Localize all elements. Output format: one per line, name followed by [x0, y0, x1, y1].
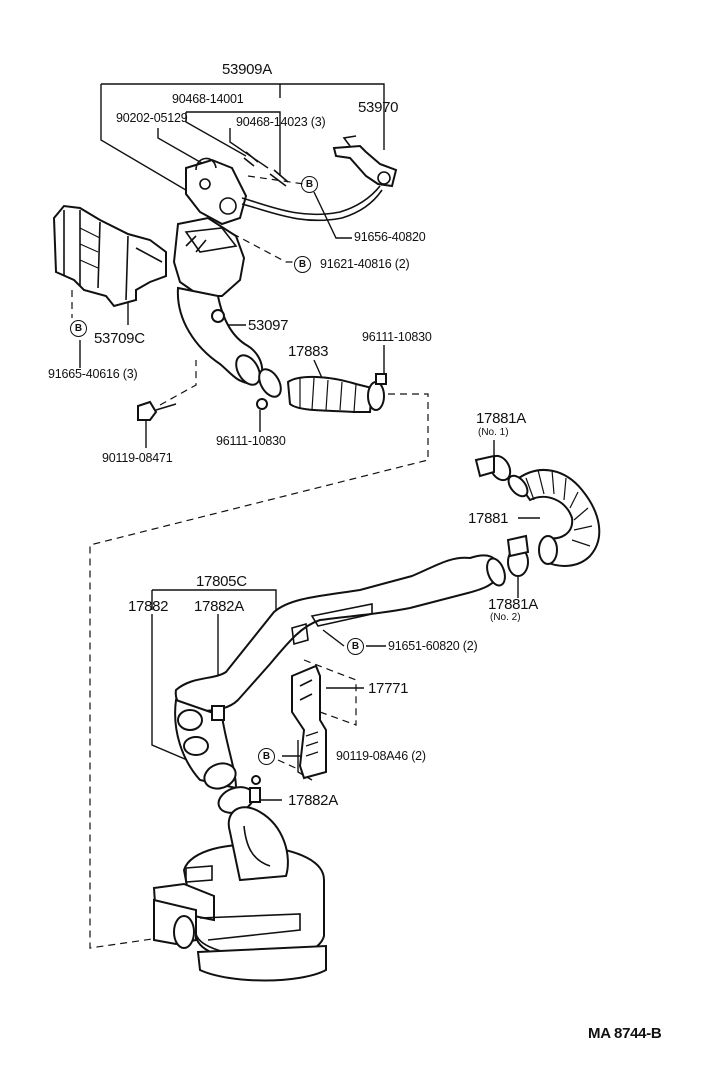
hose-17882: [174, 698, 238, 790]
diagram-code: MA 8744-B: [588, 1025, 662, 1042]
bracket-17771: [291, 664, 327, 780]
bolt-marker-b-icon: B: [294, 256, 311, 273]
label-91621-40816: 91621-40816 (2): [320, 257, 410, 271]
label-17881A-no1: 17881A: [476, 410, 526, 427]
label-17883: 17883: [288, 343, 329, 360]
clamp-17881A-no2: [506, 534, 530, 577]
bolt-90119-08471: [137, 400, 177, 421]
clamp-17881A-no1: [474, 454, 512, 482]
bolt-marker-b-icon: B: [347, 638, 364, 655]
bolt-marker-b-icon: B: [70, 320, 87, 337]
duct-panel-53709C: [52, 204, 167, 308]
label-17882: 17882: [128, 598, 169, 615]
label-96111-10830-upper: 96111-10830: [362, 330, 432, 344]
label-17805C: 17805C: [196, 573, 247, 590]
bolt-marker-b-icon: B: [301, 176, 318, 193]
label-90202-05129: 90202-05129: [116, 111, 188, 125]
bracket-53970: [332, 135, 398, 188]
upper-intake-duct: [172, 216, 263, 386]
label-17881A-no2-sub: (No. 2): [490, 612, 521, 623]
valve-bracket-assembly: [185, 151, 383, 226]
label-53909A: 53909A: [222, 61, 272, 78]
hose-17883: [286, 373, 387, 413]
label-53097: 53097: [248, 317, 289, 334]
label-96111-10830-lower: 96111-10830: [216, 434, 286, 448]
label-90119-08A46: 90119-08A46 (2): [336, 749, 426, 763]
label-91651-60820: 91651-60820 (2): [388, 639, 478, 653]
label-90119-08471: 90119-08471: [102, 451, 173, 465]
hose-17881: [507, 468, 601, 567]
label-53970: 53970: [358, 99, 399, 116]
label-17881A-no1-sub: (No. 1): [478, 427, 509, 438]
label-17882A-top: 17882A: [194, 598, 244, 615]
label-91665-40616: 91665-40616 (3): [48, 367, 138, 381]
bolt-marker-b-icon: B: [258, 748, 275, 765]
label-90468-14023: 90468-14023 (3): [236, 115, 326, 129]
label-17881: 17881: [468, 510, 509, 527]
hose-clamps-upper: [256, 368, 282, 410]
label-17882A-bottom: 17882A: [288, 792, 338, 809]
label-17881A-no2: 17881A: [488, 596, 538, 613]
label-53709C: 53709C: [94, 330, 145, 347]
dashed-guides: [71, 175, 429, 949]
label-17771: 17771: [368, 680, 409, 697]
label-91656-40820: 91656-40820: [354, 230, 426, 244]
label-90468-14001: 90468-14001: [172, 92, 244, 106]
air-cleaner-body: [152, 806, 327, 982]
